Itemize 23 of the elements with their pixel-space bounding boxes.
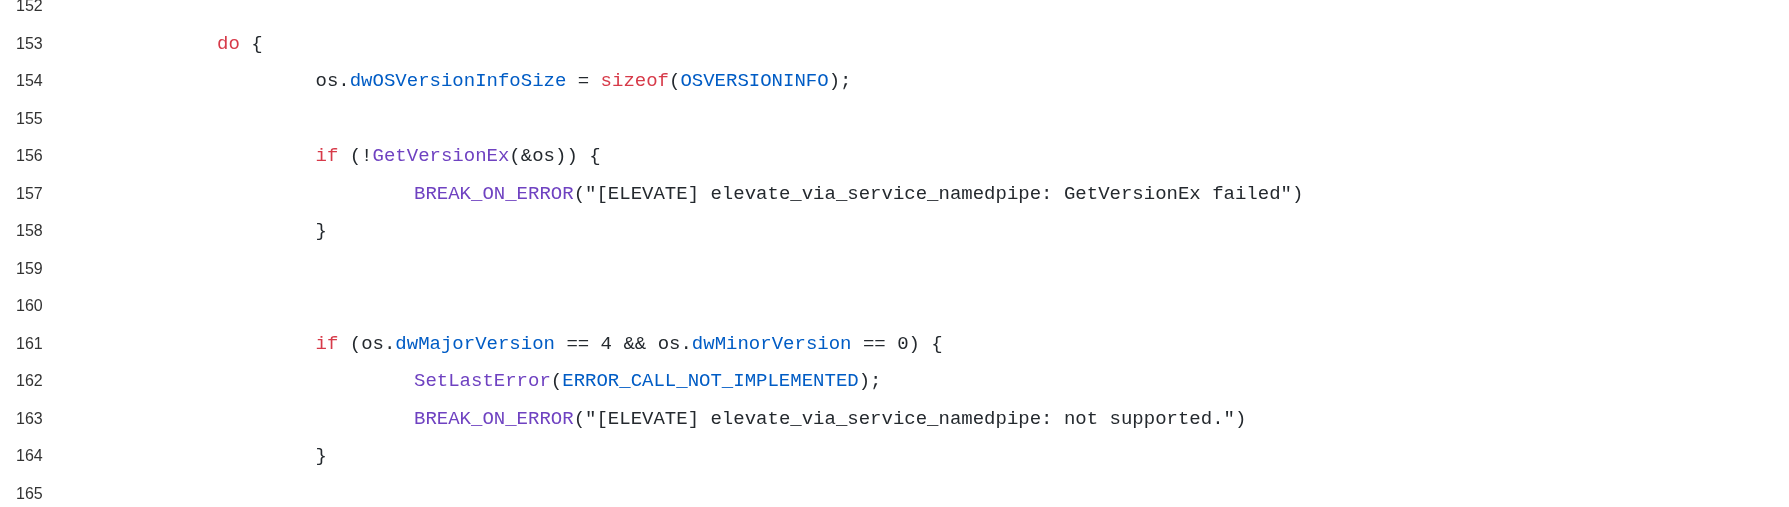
code-line: if (os.dwMajorVersion == 4 && os.dwMinorVersion == 0) {	[315, 332, 943, 355]
line-number: 155	[16, 108, 43, 129]
line-number: 158	[16, 221, 43, 241]
code-line: do {	[217, 32, 263, 55]
line-number: 164	[16, 446, 43, 466]
line-number: 152	[16, 0, 43, 16]
code-line: }	[315, 220, 327, 242]
line-number: 153	[16, 33, 43, 54]
code-line: SetLastError(ERROR_CALL_NOT_IMPLEMENTED);	[414, 370, 882, 392]
code-line: os.dwOSVersionInfoSize = sizeof(OSVERSIONINFO);	[315, 70, 852, 92]
code-line: if (!GetVersionEx(&os)) {	[315, 145, 601, 167]
code-line: BREAK_ON_ERROR("[ELEVATE] elevate_via_service_namedpipe: GetVersionEx failed")	[414, 182, 1304, 205]
line-number: 163	[16, 408, 43, 429]
line-number: 162	[16, 371, 43, 391]
line-number: 154	[16, 71, 43, 91]
line-number: 165	[16, 483, 43, 504]
code-line: BREAK_ON_ERROR("[ELEVATE] elevate_via_service_namedpipe: not supported.")	[414, 407, 1247, 430]
line-number: 160	[16, 296, 43, 316]
line-number: 161	[16, 333, 43, 354]
line-number: 156	[16, 146, 43, 166]
line-number: 157	[16, 183, 43, 204]
line-number: 159	[16, 258, 43, 279]
code-line: }	[315, 445, 327, 467]
